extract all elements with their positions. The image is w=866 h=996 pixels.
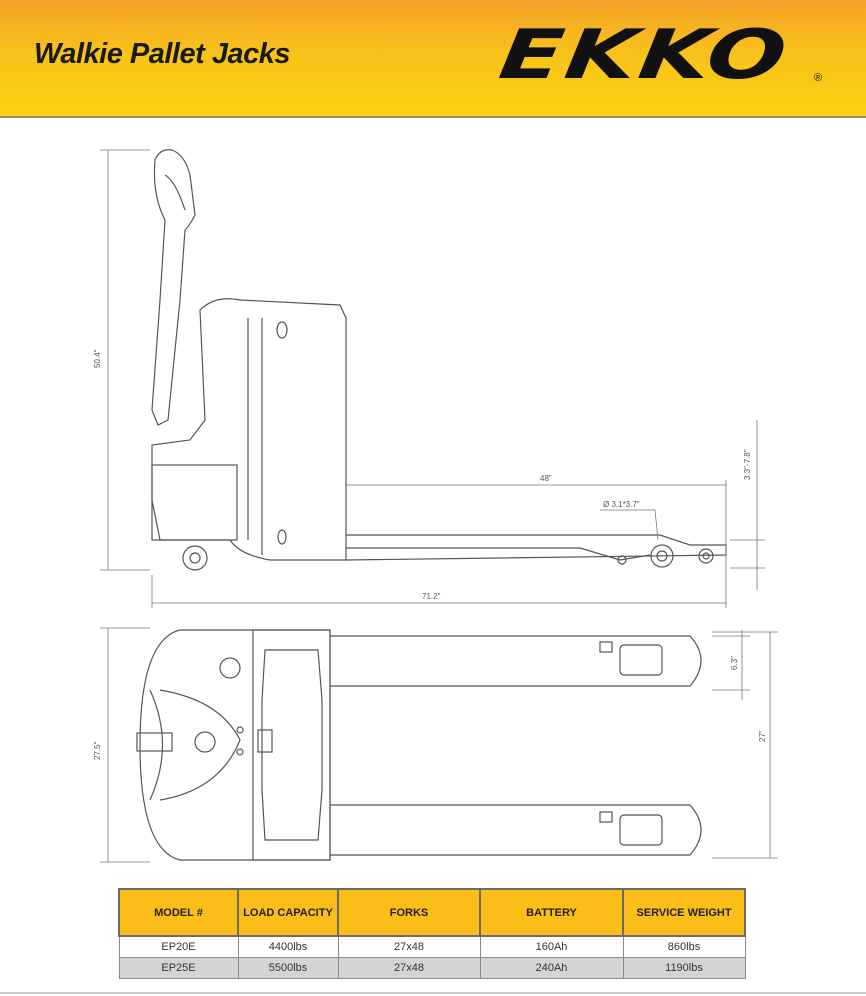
dim-overall-width: 27.5" [93, 741, 102, 760]
registered-mark: ® [814, 72, 823, 84]
table-header-row: MODEL # LOAD CAPACITY FORKS BATTERY SERV… [118, 888, 746, 937]
cell-load-capacity: 4400lbs [237, 935, 339, 958]
dim-lift-height: 3.3"-7.8" [743, 449, 752, 480]
cell-battery: 240Ah [479, 957, 624, 979]
ekko-logo: EKKO [494, 16, 794, 95]
col-header-battery: BATTERY [479, 888, 624, 937]
cell-service-weight: 1190lbs [622, 957, 746, 979]
cell-battery: 160Ah [479, 935, 624, 958]
col-header-load-capacity: LOAD CAPACITY [237, 888, 339, 937]
top-view [136, 629, 702, 861]
dimension-lines [100, 149, 778, 863]
dim-overall-height: 50.4" [93, 349, 102, 368]
cell-service-weight: 860lbs [622, 935, 746, 958]
col-header-model: MODEL # [118, 888, 239, 937]
cell-model: EP25E [118, 957, 239, 979]
cell-model: EP20E [118, 935, 239, 958]
side-view [151, 149, 727, 571]
table-row: EP25E 5500lbs 27x48 240Ah 1190lbs [118, 957, 746, 979]
cell-load-capacity: 5500lbs [237, 957, 339, 979]
cell-forks: 27x48 [337, 957, 481, 979]
technical-drawing: 50.4" 48" Ø 3.1*3.7" 3.3"-7.8" 71.2" 6.3… [93, 149, 778, 863]
spec-table: MODEL # LOAD CAPACITY FORKS BATTERY SERV… [118, 888, 746, 979]
page-title: Walkie Pallet Jacks [34, 38, 290, 70]
dim-overall-length: 71.2" [422, 592, 441, 601]
header-banner: Walkie Pallet Jacks EKKO ® [0, 0, 866, 118]
dim-fork-length: 48" [540, 474, 552, 483]
table-row: EP20E 4400lbs 27x48 160Ah 860lbs [118, 935, 746, 958]
col-header-forks: FORKS [337, 888, 481, 937]
dim-wheel-diameter: Ø 3.1*3.7" [603, 500, 640, 509]
col-header-service-weight: SERVICE WEIGHT [622, 888, 746, 937]
cell-forks: 27x48 [337, 935, 481, 958]
dim-fork-width: 6.3" [730, 656, 739, 670]
dim-outside-fork-width: 27" [758, 730, 767, 742]
footer-divider [0, 992, 866, 994]
